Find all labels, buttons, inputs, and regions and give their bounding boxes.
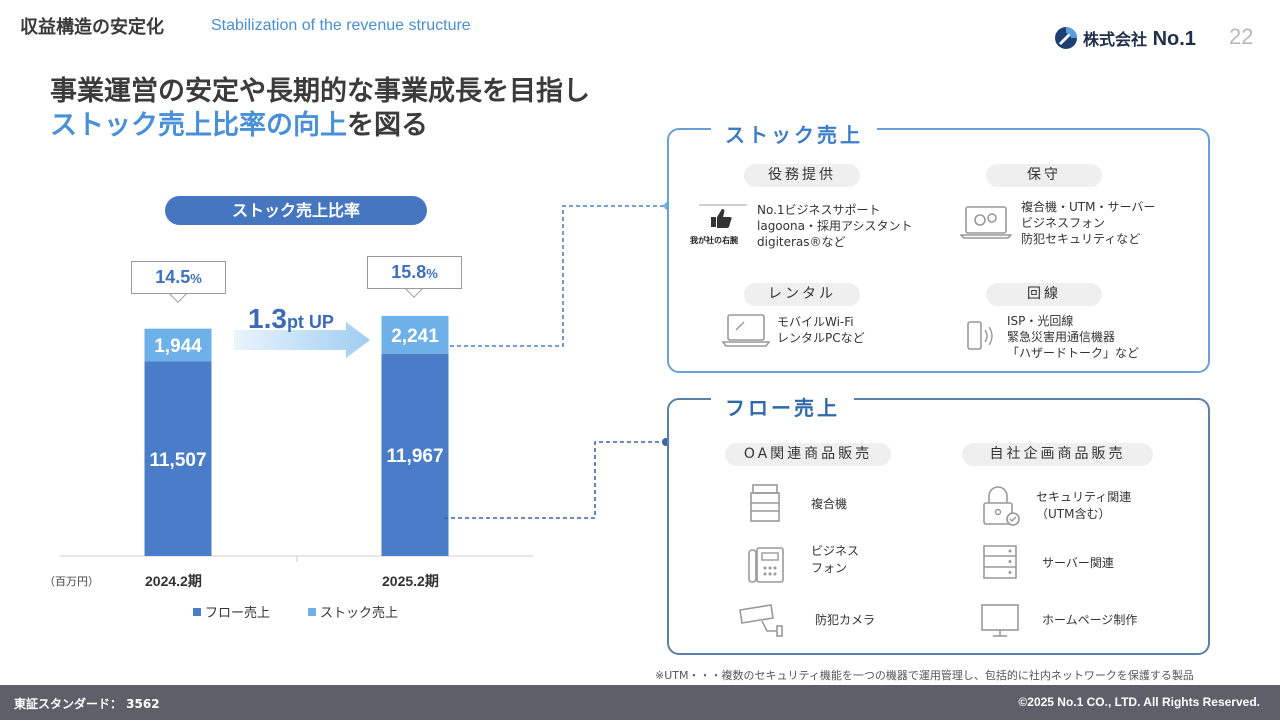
legend-item-flow: フロー売上 [193, 602, 270, 621]
camera-icon [739, 604, 783, 637]
growth-unit: pt UP [286, 312, 334, 332]
x-tick-label-2024: 2024.2期 [145, 573, 202, 589]
item-label-security-camera: 防犯カメラ [815, 613, 876, 627]
services-icon-caption: 我が社の右腕 [690, 236, 738, 245]
headline-line1: 事業運営の安定や長期的な事業成長を目指し [50, 76, 590, 107]
ratio-callout-2025: 15.8% [367, 256, 462, 289]
desc-line: ISP・光回線 [1007, 314, 1074, 328]
tag-services: 役務提供 [744, 164, 860, 187]
desc-line: No.1ビジネスサポート [757, 203, 881, 217]
company-name: 株式会社 No.1 [1083, 26, 1196, 51]
bar-label-flow: 11,967 [386, 446, 443, 467]
desc-line: 「ハザードトーク」など [1007, 346, 1140, 360]
bars-group [144, 315, 449, 556]
item-label-copier: 複合機 [811, 497, 848, 511]
section-subtitle: Stabilization of the revenue structure [211, 17, 471, 34]
bar-label-flow: 11,507 [149, 450, 206, 471]
desc-line: digiteras®など [757, 235, 846, 249]
company-logo-icon [1055, 27, 1077, 49]
bar-stock-2024.2期 [144, 328, 212, 362]
desc-line: モバイルWi-Fi [777, 315, 854, 329]
footer-bar [0, 685, 1280, 720]
headline-line2: ストック売上比率の向上を図る [50, 109, 590, 143]
maintenance-description: 複合機・UTM・サーバー ビジネスフォン 防犯セキュリティなど [1021, 199, 1155, 247]
desc-line: レンタルPCなど [777, 331, 865, 345]
mobile-signal-icon [967, 321, 993, 350]
headline-highlight: ストック売上比率の向上 [50, 110, 347, 141]
headline-rest: を図る [347, 110, 428, 141]
copyright: ©2025 No.1 CO., LTD. All Rights Reserved… [1018, 695, 1260, 709]
ratio-unit: % [190, 271, 202, 286]
bar-flow-2025.2期 [381, 353, 449, 556]
stock-connector-line [450, 205, 668, 347]
stock-ratio-label: ストック売上比率 [165, 196, 427, 225]
monitor-icon [981, 604, 1019, 637]
item-label-server: サーバー関連 [1042, 556, 1114, 570]
flow-sales-panel [667, 398, 1210, 655]
ratio-callout-2024: 14.5% [131, 261, 226, 294]
item-label-website: ホームページ制作 [1042, 613, 1138, 627]
desc-line: 防犯セキュリティなど [1021, 232, 1141, 246]
lock-icon [983, 486, 1020, 526]
legend-item-stock: ストック売上 [308, 602, 398, 621]
line-description: ISP・光回線 緊急災害用通信機器 「ハザードトーク」など [1007, 313, 1139, 361]
flow-panel-title: フロー売上 [711, 392, 854, 421]
server-icon [983, 545, 1017, 579]
footnote: ※UTM・・・複数のセキュリティ機能を一つの機器で運用管理し、包括的に社内ネット… [655, 669, 1194, 682]
tag-rental: レンタル [744, 283, 860, 306]
tag-own-products: 自社企画商品販売 [962, 443, 1153, 466]
desc-line: ビジネスフォン [1021, 216, 1106, 230]
unit-label: （百万円） [44, 575, 99, 588]
item-label-line: セキュリティ関連 [1036, 490, 1132, 504]
company-prefix: 株式会社 [1083, 30, 1148, 49]
legend-label-stock: ストック売上 [320, 606, 399, 621]
desc-line: 複合機・UTM・サーバー [1021, 200, 1156, 214]
section-title: 収益構造の安定化 [20, 17, 164, 38]
page-number: 22 [1229, 24, 1254, 49]
growth-value: 1.3 [248, 303, 287, 334]
legend-swatch-stock [308, 608, 316, 616]
x-tick-label-2025: 2025.2期 [382, 573, 439, 589]
item-label-line: （UTM含む） [1036, 507, 1111, 521]
tag-line: 回線 [986, 283, 1102, 306]
headline: 事業運営の安定や長期的な事業成長を目指し ストック売上比率の向上を図る [50, 75, 590, 143]
phone-icon [748, 547, 784, 583]
item-label-business-phone: ビジネス フォン [811, 543, 859, 577]
laptop-icon [722, 314, 770, 347]
item-label-line: ビジネス [811, 544, 860, 558]
laptop-gear-icon [960, 206, 1012, 239]
stock-panel-title: ストック売上 [711, 119, 877, 148]
desc-line: 緊急災害用通信機器 [1007, 330, 1116, 344]
ratio-value: 15.8 [391, 262, 427, 282]
services-description: No.1ビジネスサポート lagoona・採用アシスタント digiteras®… [757, 202, 912, 250]
bar-stock-2025.2期 [381, 315, 449, 354]
bar-label-stock: 1,944 [154, 336, 202, 357]
legend-label-flow: フロー売上 [205, 606, 271, 621]
flow-connector-line [444, 441, 666, 519]
ratio-value: 14.5 [155, 267, 191, 287]
stock-exchange-code: 東証スタンダード： 3562 [14, 697, 160, 711]
company-name-mark: No.1 [1152, 28, 1196, 50]
growth-arrow-icon [234, 322, 370, 358]
desc-line: lagoona・採用アシスタント [757, 219, 913, 233]
tag-maintenance: 保守 [986, 164, 1102, 187]
bar-flow-2024.2期 [144, 361, 212, 556]
bar-label-stock: 2,241 [391, 326, 439, 347]
growth-label: 1.3pt UP [248, 303, 334, 335]
printer-icon [750, 484, 780, 522]
ratio-unit: % [426, 266, 438, 281]
rental-description: モバイルWi-Fi レンタルPCなど [777, 314, 865, 346]
thumbs-up-icon [699, 204, 747, 228]
tag-oa-products: OA関連商品販売 [725, 443, 891, 466]
item-label-security: セキュリティ関連 （UTM含む） [1036, 489, 1131, 523]
bar-labels-group: 11,507 1,944 11,967 2,241 [149, 326, 443, 471]
legend-swatch-flow [193, 608, 201, 616]
item-label-line: フォン [811, 561, 848, 575]
